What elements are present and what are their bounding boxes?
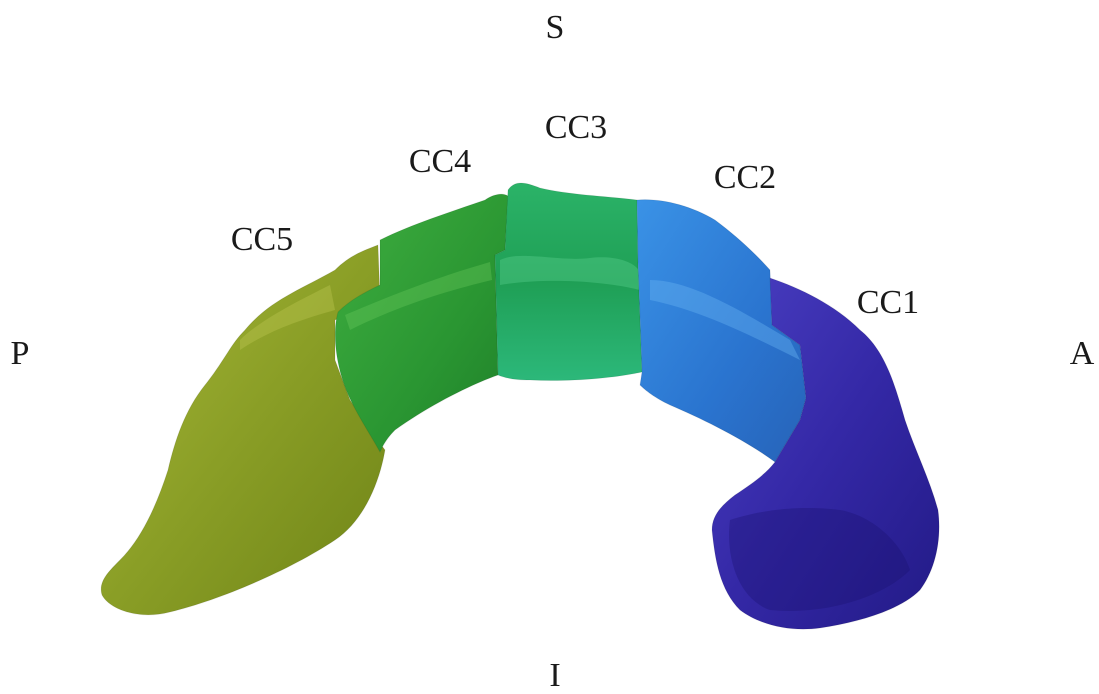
segment-cc5 (100, 244, 386, 616)
label-posterior: P (10, 335, 30, 372)
label-cc3: CC3 (544, 109, 608, 146)
label-inferior: I (549, 657, 561, 694)
label-cc5: CC5 (230, 221, 294, 258)
label-superior: S (545, 9, 565, 46)
label-cc4: CC4 (408, 143, 472, 180)
label-anterior: A (1069, 335, 1095, 372)
label-cc2: CC2 (713, 159, 777, 196)
segment-cc3 (494, 182, 643, 382)
segment-cc1 (711, 277, 940, 630)
segment-cc4 (334, 193, 509, 454)
label-cc1: CC1 (856, 284, 920, 321)
